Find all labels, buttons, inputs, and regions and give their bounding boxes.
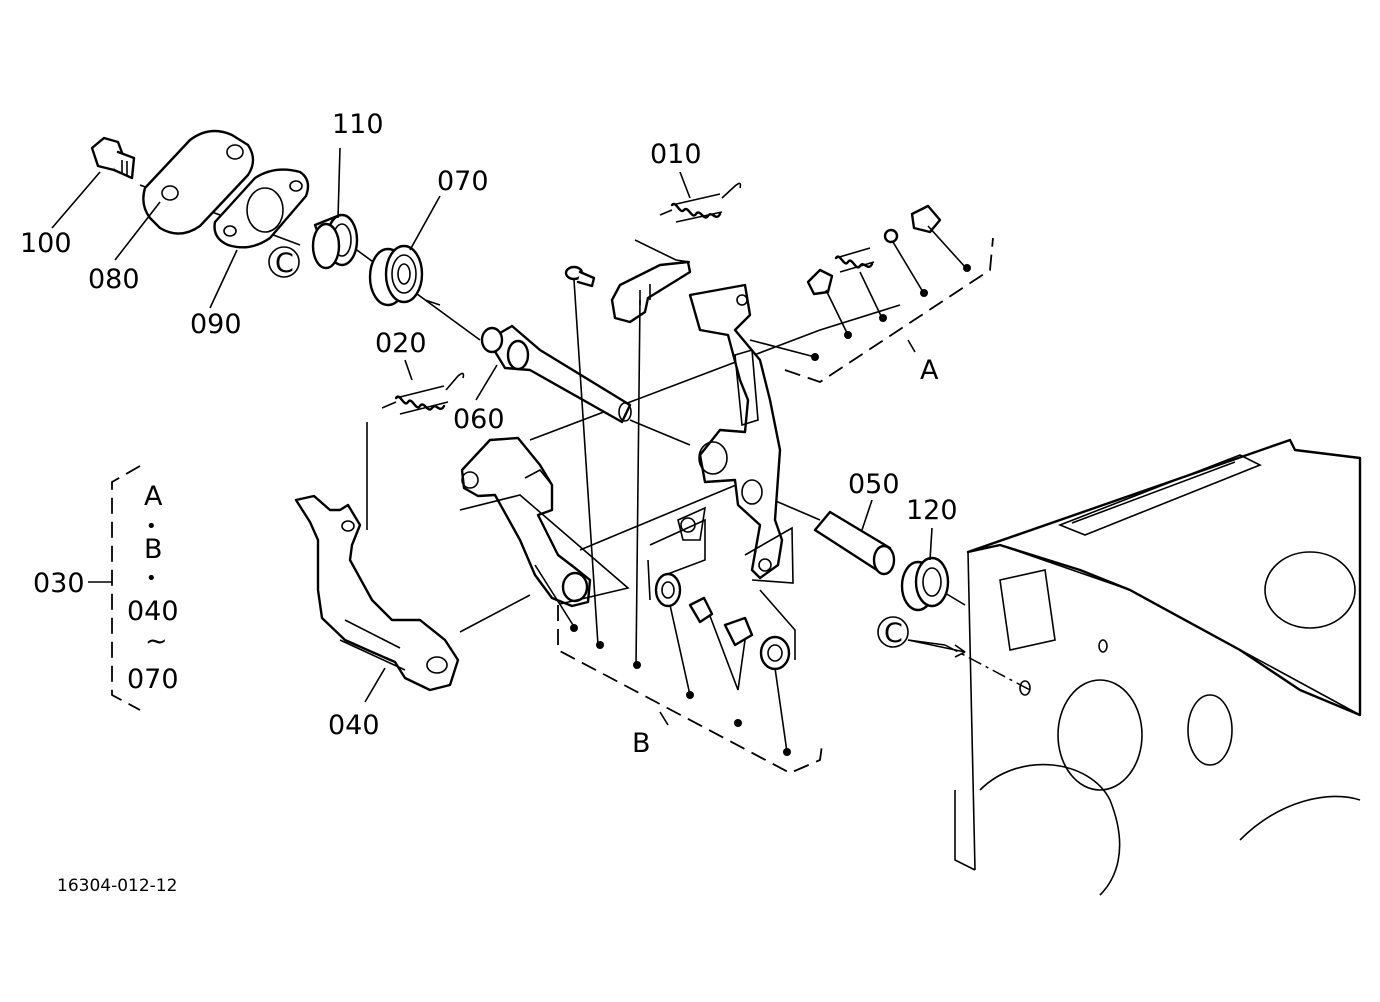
bracket-sep-1: • (146, 516, 157, 537)
label-c-right: C (884, 618, 903, 649)
circle-marker-c-right (877, 616, 909, 648)
spring-010 (659, 182, 742, 223)
bracket-line-070: 070 (127, 664, 179, 695)
governor-lever (460, 436, 592, 608)
label-050: 050 (848, 469, 900, 500)
cover-plate-080 (142, 129, 255, 235)
label-group-a: A (920, 355, 939, 386)
gasket-090 (213, 168, 310, 249)
bracket-line-040: 040 (127, 596, 179, 627)
bracket-line-a: A (144, 481, 163, 512)
label-080: 080 (88, 264, 140, 295)
label-020: 020 (375, 328, 427, 359)
parts-set-b (654, 572, 791, 671)
fork-lever (677, 283, 784, 580)
label-group-b: B (632, 728, 651, 759)
screw-and-clip (564, 260, 692, 324)
label-040: 040 (328, 710, 380, 741)
bolt-100 (90, 136, 136, 180)
group-boundaries (557, 237, 994, 774)
callout-dots (570, 264, 971, 756)
bracket-sep-2: • (146, 568, 157, 589)
drawing-number: 16304-012-12 (57, 876, 177, 896)
label-090: 090 (190, 309, 242, 340)
bracket-line-b: B (144, 534, 163, 565)
label-120: 120 (906, 495, 958, 526)
engine-block (954, 438, 1362, 896)
label-030: 030 (33, 568, 85, 599)
label-100: 100 (20, 228, 72, 259)
lever-040 (294, 494, 460, 692)
spring-020 (381, 372, 465, 415)
bearing-070 (368, 244, 424, 307)
bushing-110 (311, 213, 359, 270)
circle-marker-c-top (268, 246, 300, 278)
label-060: 060 (453, 404, 505, 435)
label-110: 110 (332, 109, 384, 140)
spacer-050 (813, 510, 896, 576)
label-010: 010 (650, 139, 702, 170)
labels: 010 020 030 040 050 060 070 080 090 100 … (20, 109, 958, 896)
bracket-range: ~ (145, 626, 168, 657)
bearing-120 (900, 556, 950, 612)
label-c-top: C (275, 248, 294, 279)
leader-lines (51, 147, 967, 753)
parts-set-a (806, 204, 942, 296)
arrow-to-block (907, 639, 966, 658)
label-070: 070 (437, 166, 489, 197)
shaft-060 (480, 324, 632, 424)
